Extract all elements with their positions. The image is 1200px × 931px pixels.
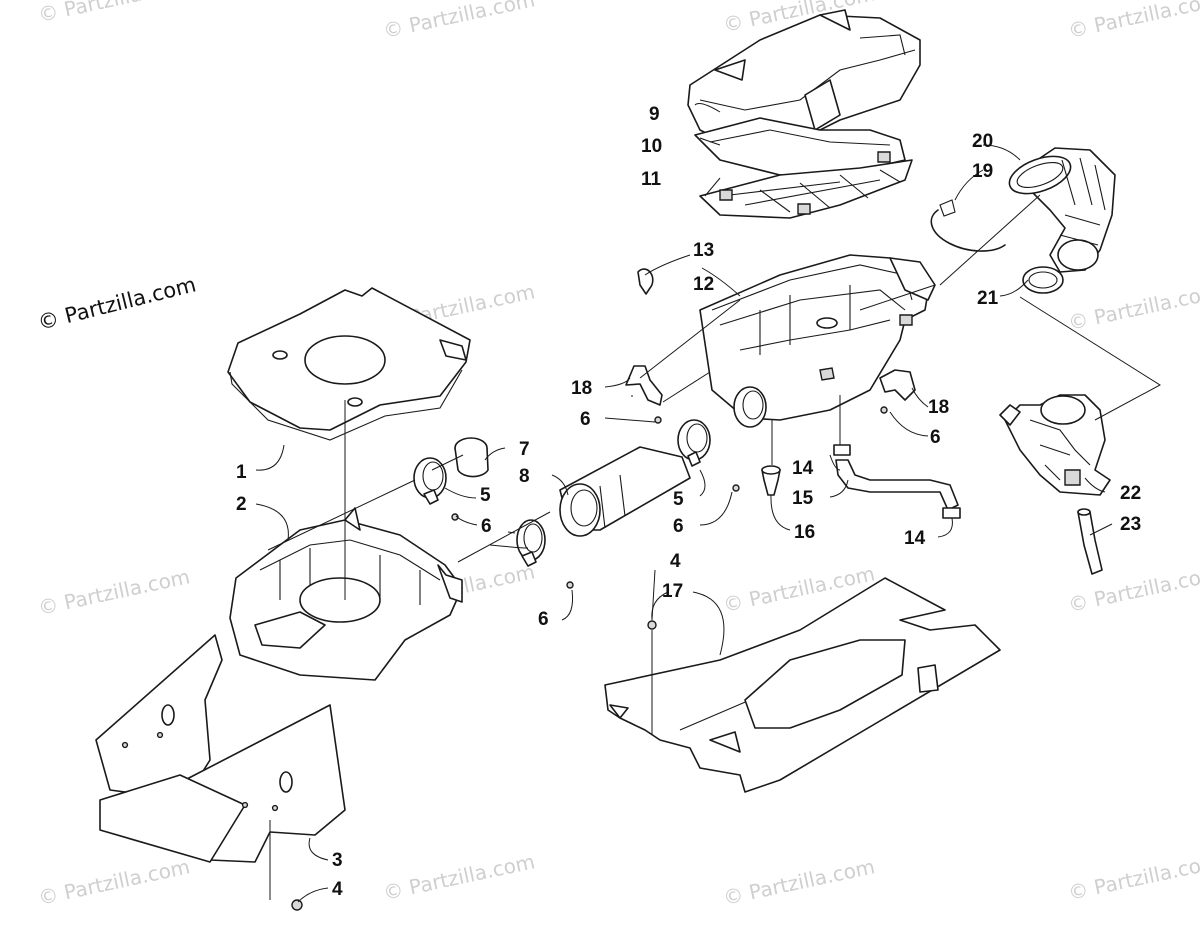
part-5-clamp-right [677, 419, 711, 467]
part-5-clamp-lower [516, 519, 546, 567]
callout-4: 4 [332, 879, 343, 900]
watermark: © Partzilla.com [1066, 561, 1200, 617]
callout-14: 14 [904, 528, 926, 549]
watermark: © Partzilla.com [381, 849, 537, 905]
callout-1: 1 [236, 462, 247, 483]
part-17-floor-pan [604, 577, 1001, 793]
part-12-airbox-body [699, 254, 936, 428]
watermark: © Partzilla.com [381, 0, 537, 43]
part-13-clip [637, 268, 654, 295]
watermark: © Partzilla.com [1066, 0, 1200, 43]
part-5-clamp-left [413, 457, 447, 505]
callout-5: 5 [480, 485, 491, 506]
callout-5: 5 [673, 489, 684, 510]
callout-6: 6 [580, 409, 591, 430]
part-14-hose-clamp-upper [833, 444, 851, 456]
callout-14: 14 [792, 458, 814, 479]
callout-23: 23 [1120, 514, 1141, 535]
part-11-filter-grid [699, 151, 913, 219]
callout-4: 4 [670, 551, 681, 572]
callout-labels: 1 2 3 4 4 5 5 6 6 6 6 6 7 8 9 10 11 12 1… [236, 104, 1141, 900]
part-22-carburetor [999, 394, 1111, 496]
part-19-clamp [930, 199, 1006, 252]
callout-11: 11 [641, 169, 662, 190]
callout-20: 20 [972, 131, 993, 152]
part-18-bracket-right [879, 369, 916, 401]
part-21-clamp [1022, 266, 1064, 294]
leader-lines [255, 103, 1161, 903]
watermark: © Partzilla.com [36, 0, 192, 27]
callout-13: 13 [693, 240, 714, 261]
part-1-airbox-plate [227, 287, 471, 441]
callout-21: 21 [977, 288, 999, 309]
watermark: © Partzilla.com [1066, 849, 1200, 905]
part-23-vent-hose [1077, 508, 1103, 575]
watermark: © Partzilla.com [36, 564, 192, 620]
callout-18: 18 [571, 378, 592, 399]
callout-18: 18 [928, 397, 949, 418]
watermark: © Partzilla.com [36, 854, 192, 910]
callout-8: 8 [519, 466, 530, 487]
callout-6: 6 [538, 609, 549, 630]
callout-12: 12 [693, 274, 714, 295]
hardware-screws [291, 406, 888, 911]
part-7-coupler [454, 437, 489, 478]
callout-6: 6 [673, 516, 684, 537]
copyright-notice: © Partzilla.com [35, 272, 198, 334]
watermark: © Partzilla.com [721, 854, 877, 910]
part-14-hose-clamp-lower [942, 507, 961, 519]
part-3-heat-shield [95, 634, 346, 863]
part-18-bracket-left [625, 365, 663, 406]
callout-15: 15 [792, 488, 814, 509]
part-10-gasket [694, 117, 906, 176]
callout-19: 19 [972, 161, 993, 182]
callout-6: 6 [930, 427, 941, 448]
callout-6: 6 [481, 516, 492, 537]
callout-16: 16 [794, 522, 815, 543]
part-20-intake-boot [1008, 147, 1116, 273]
callout-2: 2 [236, 494, 247, 515]
part-2-airbox-base [229, 507, 463, 681]
part-8-intake-tube [559, 446, 691, 537]
callout-3: 3 [332, 850, 343, 871]
callout-10: 10 [641, 136, 662, 157]
watermark: © Partzilla.com [1066, 279, 1200, 335]
callout-22: 22 [1120, 483, 1141, 504]
callout-7: 7 [519, 439, 530, 460]
part-15-drain-hose [835, 459, 959, 511]
callout-9: 9 [649, 104, 660, 125]
part-16-drain-valve [761, 465, 781, 496]
callout-17: 17 [662, 581, 683, 602]
part-9-airbox-lid [687, 9, 921, 151]
